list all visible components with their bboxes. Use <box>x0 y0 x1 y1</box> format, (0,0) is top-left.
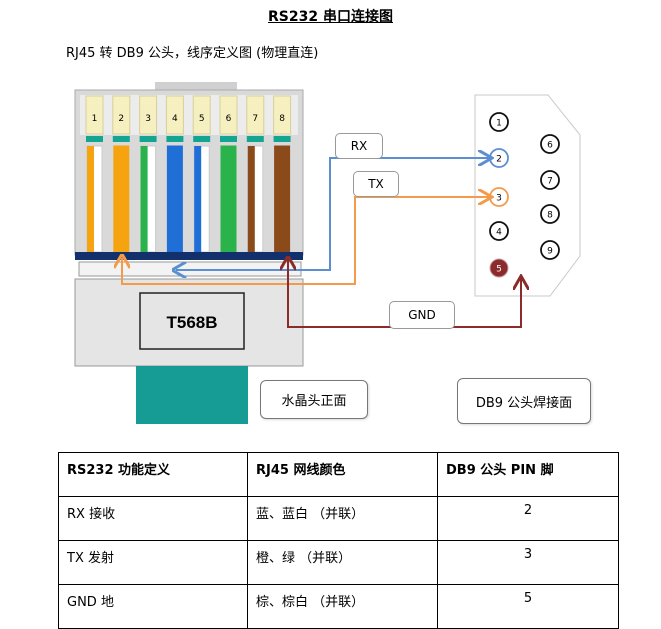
rj45-wire-stripe <box>140 146 148 252</box>
table-header: RS232 功能定义 <box>58 452 248 497</box>
rj45-pin-slot <box>246 95 265 135</box>
db9-pin <box>540 204 560 224</box>
rj45-pin-number: 7 <box>252 114 258 124</box>
rj45-wire-stripe <box>194 146 202 252</box>
t568b-label: T568B <box>166 313 217 332</box>
rj45-pin-number: 3 <box>145 114 151 124</box>
rj45-pin-number: 2 <box>118 114 124 124</box>
db9-pin-number: 9 <box>547 247 553 257</box>
rj45-connector: 1 2 3 4 5 6 7 8 T568B <box>74 82 304 424</box>
subtitle: RJ45 转 DB9 公头，线序定义图 (物理直连) <box>66 46 319 61</box>
rj45-pin-contact <box>112 136 130 142</box>
db9-pin-number: 7 <box>547 177 553 187</box>
tx-label: TX <box>353 171 399 197</box>
pin-definition-table: RS232 功能定义 RJ45 网线颜色 DB9 公头 PIN 脚 RX 接收 … <box>58 452 619 629</box>
rj45-wire-stripe <box>87 146 94 252</box>
rj45-wire <box>220 145 237 253</box>
rj45-pin-contact <box>246 136 264 142</box>
rj45-pin-slot <box>112 95 131 135</box>
rj45-pin-contact <box>193 136 211 142</box>
table-cell: 3 <box>437 540 619 585</box>
db9-pin <box>540 134 560 154</box>
table-row: GND 地 棕、棕白 （并联） 5 <box>58 584 619 629</box>
rj45-pin-number: 1 <box>92 114 98 124</box>
db9-pin-number: 1 <box>496 119 502 129</box>
db9-pin-number: 4 <box>496 228 502 238</box>
page-title: RS232 串口连接图 <box>268 9 393 25</box>
db9-pin-number: 2 <box>496 155 502 165</box>
rj45-pin-contact <box>166 136 184 142</box>
rj45-wire <box>274 145 291 253</box>
db9-pin-number: 8 <box>547 211 553 221</box>
cable-boot <box>136 366 248 424</box>
db9-pin <box>540 240 560 260</box>
rj45-pin-slot <box>219 95 238 135</box>
db9-pin-number: 6 <box>547 141 553 151</box>
table-cell: RX 接收 <box>58 496 248 541</box>
rj45-pin-slot <box>139 95 158 135</box>
rj45-pin-contact <box>220 136 237 142</box>
table-header-row: RS232 功能定义 RJ45 网线颜色 DB9 公头 PIN 脚 <box>58 452 619 497</box>
rx-label: RX <box>335 133 383 159</box>
table-cell: 橙、绿 （并联） <box>247 540 438 585</box>
db9-caption: DB9 公头焊接面 <box>457 378 591 424</box>
table-cell: 2 <box>437 496 619 541</box>
table-cell: 棕、棕白 （并联） <box>247 584 438 629</box>
rj45-pin-contact <box>273 136 291 142</box>
rj45-pin-number: 4 <box>172 114 178 124</box>
rj45-wire <box>166 145 183 253</box>
db9-pin-number: 5 <box>496 265 502 275</box>
rj45-pin-slot <box>273 95 292 135</box>
rj45-pin-slot <box>165 95 184 135</box>
table-row: RX 接收 蓝、蓝白 （并联） 2 <box>58 496 619 541</box>
rj45-pin-number: 6 <box>226 114 232 124</box>
rj45-pin-number: 5 <box>199 114 205 124</box>
table-cell: 蓝、蓝白 （并联） <box>247 496 438 541</box>
table-header: DB9 公头 PIN 脚 <box>437 452 619 497</box>
wiring-diagram: 1 2 3 4 5 6 7 8 T568B 1 2 3 4 5 6 7 8 9 <box>74 82 581 424</box>
db9-pin <box>540 170 560 190</box>
rj45-wire-stripe <box>247 146 255 252</box>
table-cell: GND 地 <box>58 584 248 629</box>
db9-pin <box>489 112 509 132</box>
rj45-wire <box>113 145 130 253</box>
table-header: RJ45 网线颜色 <box>247 452 438 497</box>
table-cell: TX 发射 <box>58 540 248 585</box>
db9-pin-number: 3 <box>496 194 502 204</box>
t568b-label-box <box>139 292 245 350</box>
rj45-caption: 水晶头正面 <box>260 380 368 419</box>
rj45-pin-contact <box>139 136 157 142</box>
rj45-pin-slot <box>85 95 104 135</box>
rj45-pin-contact <box>86 136 103 142</box>
rj45-pin-number: 8 <box>279 114 285 124</box>
rj45-pin-slot <box>192 95 211 135</box>
gnd-label: GND <box>389 301 455 329</box>
table-row: TX 发射 橙、绿 （并联） 3 <box>58 540 619 585</box>
db9-connector: 1 2 3 4 5 6 7 8 9 <box>474 94 581 297</box>
table-cell: 5 <box>437 584 619 629</box>
